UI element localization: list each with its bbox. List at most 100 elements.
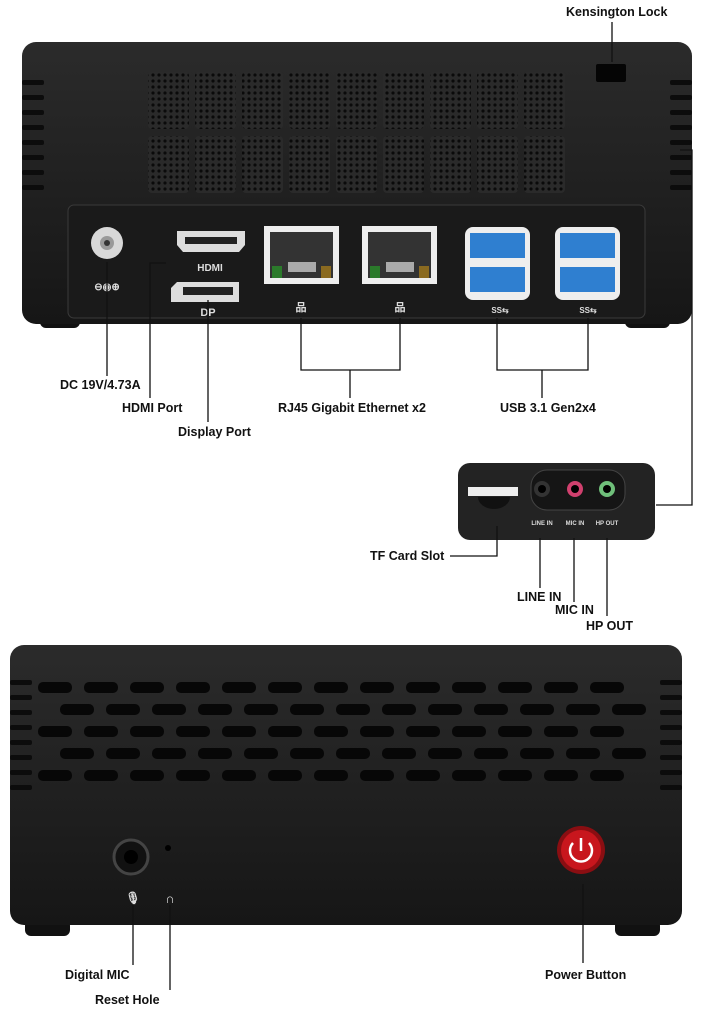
- vent-slot: [360, 682, 394, 693]
- vent-slot: [176, 682, 210, 693]
- vent-block: [336, 72, 377, 129]
- hdmi-port-label: HDMI Port: [122, 401, 183, 415]
- vent-slot: [520, 704, 554, 715]
- usb-ports-right: [555, 227, 620, 300]
- vent-block: [383, 136, 424, 193]
- power-button: [557, 826, 605, 874]
- vent-slot: [222, 682, 256, 693]
- vent-slot: [314, 726, 348, 737]
- vent-slot: [60, 704, 94, 715]
- svg-text:∩: ∩: [165, 891, 174, 906]
- vent-slot: [176, 726, 210, 737]
- vent-slot: [290, 748, 324, 759]
- tf-card-label: TF Card Slot: [370, 549, 445, 563]
- front-vent-slots: [38, 682, 646, 781]
- vent-block: [195, 136, 236, 193]
- vent-block: [383, 72, 424, 129]
- vent-slot: [268, 726, 302, 737]
- kensington-lock-label: Kensington Lock: [566, 5, 668, 19]
- vent-slot: [152, 748, 186, 759]
- vent-slot: [428, 704, 462, 715]
- vent-block: [430, 136, 471, 193]
- vent-slot: [428, 748, 462, 759]
- vent-slot: [60, 748, 94, 759]
- vent-slot: [360, 726, 394, 737]
- vent-block: [242, 136, 283, 193]
- vent-slot: [38, 770, 72, 781]
- vent-slot: [106, 748, 140, 759]
- vent-slot: [406, 726, 440, 737]
- vent-block: [242, 72, 283, 129]
- vent-slot: [590, 726, 624, 737]
- vent-slot: [176, 770, 210, 781]
- vent-slot: [198, 704, 232, 715]
- dc-power-label: DC 19V/4.73A: [60, 378, 141, 392]
- rear-view-device: ⊖◉⊕ HDMI DP 品 品 SS⇆ SS⇆: [22, 42, 692, 328]
- vent-slot: [268, 682, 302, 693]
- vent-slot: [544, 770, 578, 781]
- leader-lines: [106, 22, 693, 990]
- vent-slot: [544, 682, 578, 693]
- vent-slot: [498, 770, 532, 781]
- vent-slot: [152, 704, 186, 715]
- power-icon: [568, 842, 594, 863]
- svg-text:品: 品: [395, 301, 406, 314]
- vent-slot: [382, 748, 416, 759]
- vent-slot: [360, 770, 394, 781]
- vent-slot: [382, 704, 416, 715]
- svg-text:🎙: 🎙: [125, 891, 140, 905]
- vent-block: [477, 136, 518, 193]
- vent-slot: [84, 770, 118, 781]
- vent-slot: [84, 726, 118, 737]
- vent-slot: [336, 748, 370, 759]
- vent-slot: [244, 748, 278, 759]
- svg-text:品: 品: [296, 301, 307, 314]
- vent-block: [524, 72, 565, 129]
- usb-ports-left: [465, 227, 530, 300]
- vent-slot: [520, 748, 554, 759]
- vent-slot: [222, 770, 256, 781]
- vent-slot: [336, 704, 370, 715]
- usb-logo-1: SS⇆: [491, 306, 509, 315]
- vent-slot: [406, 682, 440, 693]
- rj45-port-1: [264, 226, 339, 284]
- vent-slot: [452, 726, 486, 737]
- vent-slot: [244, 704, 278, 715]
- vent-slot: [130, 726, 164, 737]
- vent-slot: [566, 748, 600, 759]
- vent-block: [289, 72, 330, 129]
- reset-hole: [165, 845, 171, 851]
- vent-slot: [290, 704, 324, 715]
- vent-block: [430, 72, 471, 129]
- vent-slot: [498, 682, 532, 693]
- vent-slot: [268, 770, 302, 781]
- rj45-label: RJ45 Gigabit Ethernet x2: [278, 401, 426, 415]
- vent-slot: [452, 770, 486, 781]
- vent-grid: [148, 72, 565, 193]
- vent-slot: [198, 748, 232, 759]
- vent-slot: [130, 770, 164, 781]
- vent-block: [195, 72, 236, 129]
- vent-slot: [106, 704, 140, 715]
- vent-slot: [314, 682, 348, 693]
- side-panel-device: LINE IN MIC IN HP OUT: [458, 463, 655, 540]
- vent-slot: [130, 682, 164, 693]
- display-port-label: Display Port: [178, 425, 251, 439]
- vent-slot: [314, 770, 348, 781]
- usb-label: USB 3.1 Gen2x4: [500, 401, 596, 415]
- vent-slot: [222, 726, 256, 737]
- tf-card-slot: [468, 487, 518, 496]
- vent-slot: [544, 726, 578, 737]
- hp-out-mark: HP OUT: [596, 521, 619, 527]
- usb-logo-2: SS⇆: [579, 306, 597, 315]
- vent-block: [289, 136, 330, 193]
- vent-slot: [498, 726, 532, 737]
- vent-block: [524, 136, 565, 193]
- mic-in-mark: MIC IN: [566, 521, 585, 527]
- front-view-device: 🎙 ∩: [10, 645, 682, 936]
- vent-block: [148, 72, 189, 129]
- vent-slot: [474, 704, 508, 715]
- vent-slot: [566, 704, 600, 715]
- vent-slot: [38, 726, 72, 737]
- power-button-label: Power Button: [545, 968, 627, 982]
